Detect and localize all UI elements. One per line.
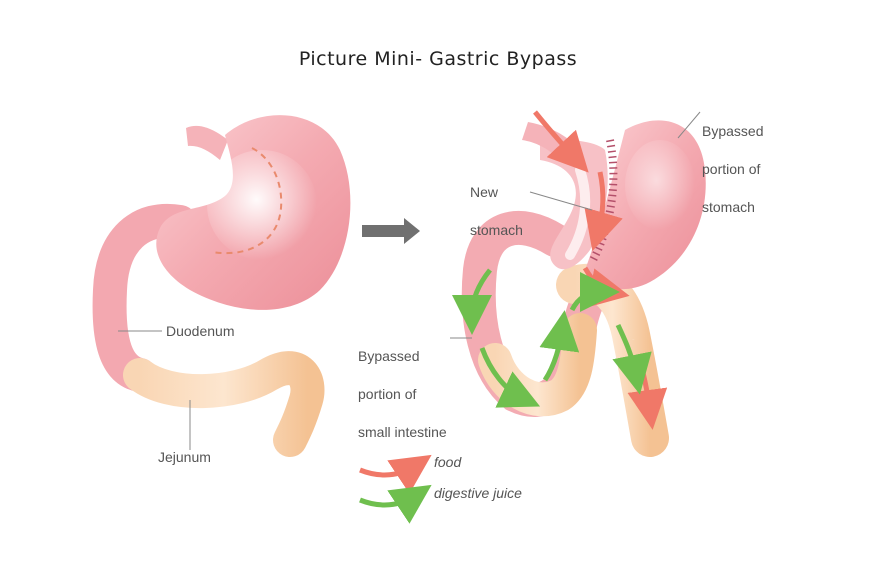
- page-title: Picture Mini- Gastric Bypass: [298, 48, 578, 70]
- jejunum-tube: [123, 351, 325, 457]
- juice-flow-arrow: [612, 323, 652, 395]
- new-stomach-label: New stomach: [470, 184, 523, 238]
- legend-juice-arrow: [359, 484, 432, 524]
- jejunum-label: Jejunum: [158, 449, 211, 465]
- legend-food-arrow: [359, 454, 432, 494]
- juice-flow-arrow: [539, 310, 580, 382]
- legend-food-label: food: [434, 454, 462, 470]
- cut-line: [211, 147, 283, 255]
- food-flow-arrow: [533, 110, 589, 173]
- bypassed-intestine-label: Bypassed portion of small intestine: [358, 348, 447, 440]
- transition-arrow: [362, 218, 420, 244]
- food-flow-arrow: [584, 171, 623, 252]
- legend-juice-label: digestive juice: [434, 485, 522, 501]
- duodenum-label: Duodenum: [166, 323, 235, 339]
- normal-stomach-illustration: [92, 115, 351, 457]
- bypass-illustration: [452, 110, 706, 457]
- juice-flow-arrow: [479, 347, 541, 408]
- bypassed-stomach-leader: [677, 111, 701, 139]
- bypassed-stomach-label: Bypassed portion of stomach: [702, 123, 764, 215]
- esophagus: [186, 125, 228, 160]
- duodenum-tube: [92, 203, 197, 392]
- juice-flow-arrow: [452, 268, 493, 335]
- new-stomach-leader: [529, 191, 593, 211]
- juice-flow-arrow: [569, 272, 620, 313]
